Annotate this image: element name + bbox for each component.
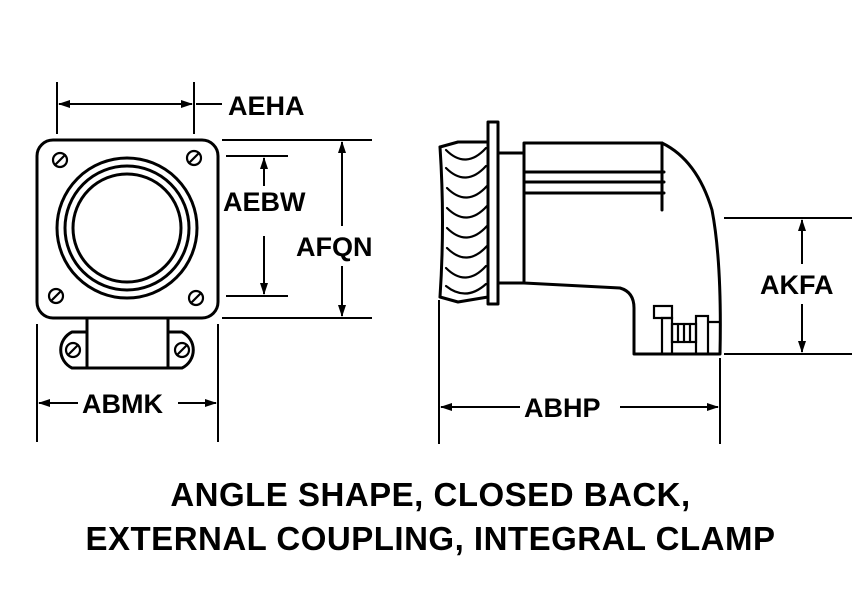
front-middle-ring xyxy=(63,164,191,292)
label-abmk: ABMK xyxy=(82,389,163,419)
side-angle-body xyxy=(522,141,722,356)
side-coupling xyxy=(438,140,490,304)
integral-clamp xyxy=(59,316,195,370)
front-dimensions xyxy=(36,82,372,442)
side-view xyxy=(438,120,722,356)
side-neck xyxy=(496,151,526,285)
front-inner-ring xyxy=(71,172,183,284)
side-dimensions xyxy=(438,217,852,444)
front-flange xyxy=(35,138,220,320)
label-akfa: AKFA xyxy=(760,270,834,300)
label-aebw: AEBW xyxy=(223,187,306,217)
label-abhp: ABHP xyxy=(524,393,601,423)
front-screws xyxy=(47,149,205,307)
side-clamp-screw xyxy=(652,304,722,356)
caption-line-1: ANGLE SHAPE, CLOSED BACK, xyxy=(170,476,691,513)
label-aeha: AEHA xyxy=(228,91,305,121)
front-view xyxy=(35,138,220,370)
caption-line-2: EXTERNAL COUPLING, INTEGRAL CLAMP xyxy=(85,520,776,557)
front-outer-ring xyxy=(55,156,199,300)
label-afqn: AFQN xyxy=(296,232,373,262)
